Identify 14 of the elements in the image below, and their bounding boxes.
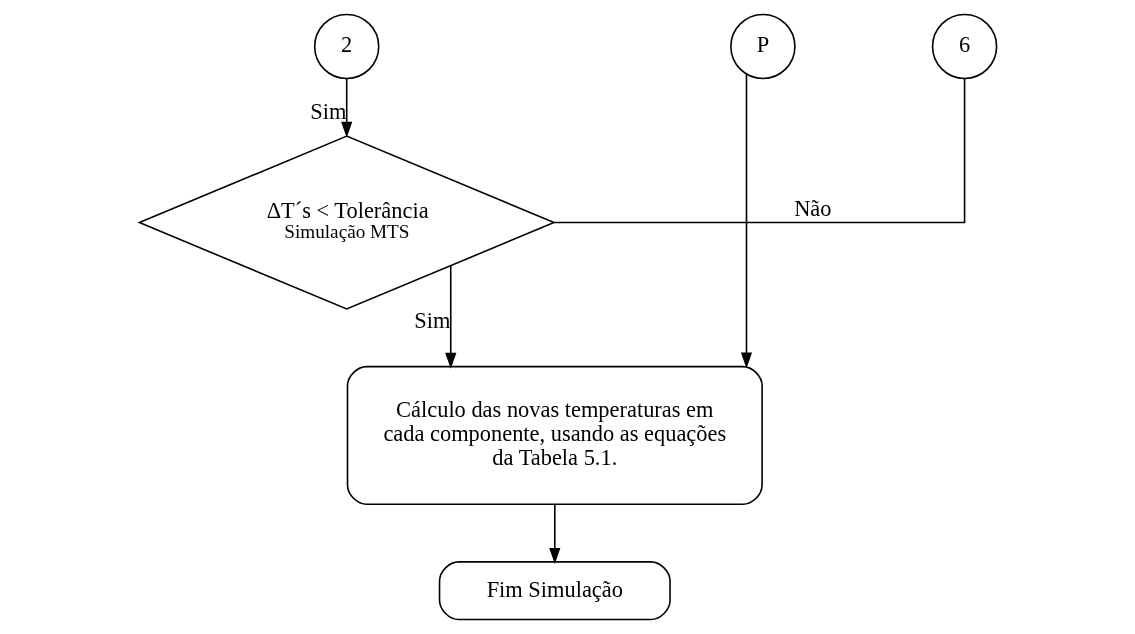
node-circle: 2: [313, 13, 379, 80]
arrow: [740, 73, 752, 369]
node-circle: P: [729, 13, 796, 80]
node-box: Fim Simulação: [438, 561, 671, 621]
arrow: [340, 78, 352, 138]
connector: [552, 78, 965, 224]
edge-label: Sim: [413, 307, 450, 333]
node-circle: 6: [931, 13, 997, 80]
arrow: [548, 503, 560, 564]
arrow: [444, 264, 456, 369]
node-diamond: ΔT´s < Tolerância Simulação MTS: [136, 135, 556, 310]
node-box: Cálculo das novas temperaturas em cada componente, usando as equações da Tabela 5.1.: [346, 365, 763, 506]
edge-label: Sim: [309, 98, 346, 124]
edge-label: Não: [793, 196, 832, 222]
